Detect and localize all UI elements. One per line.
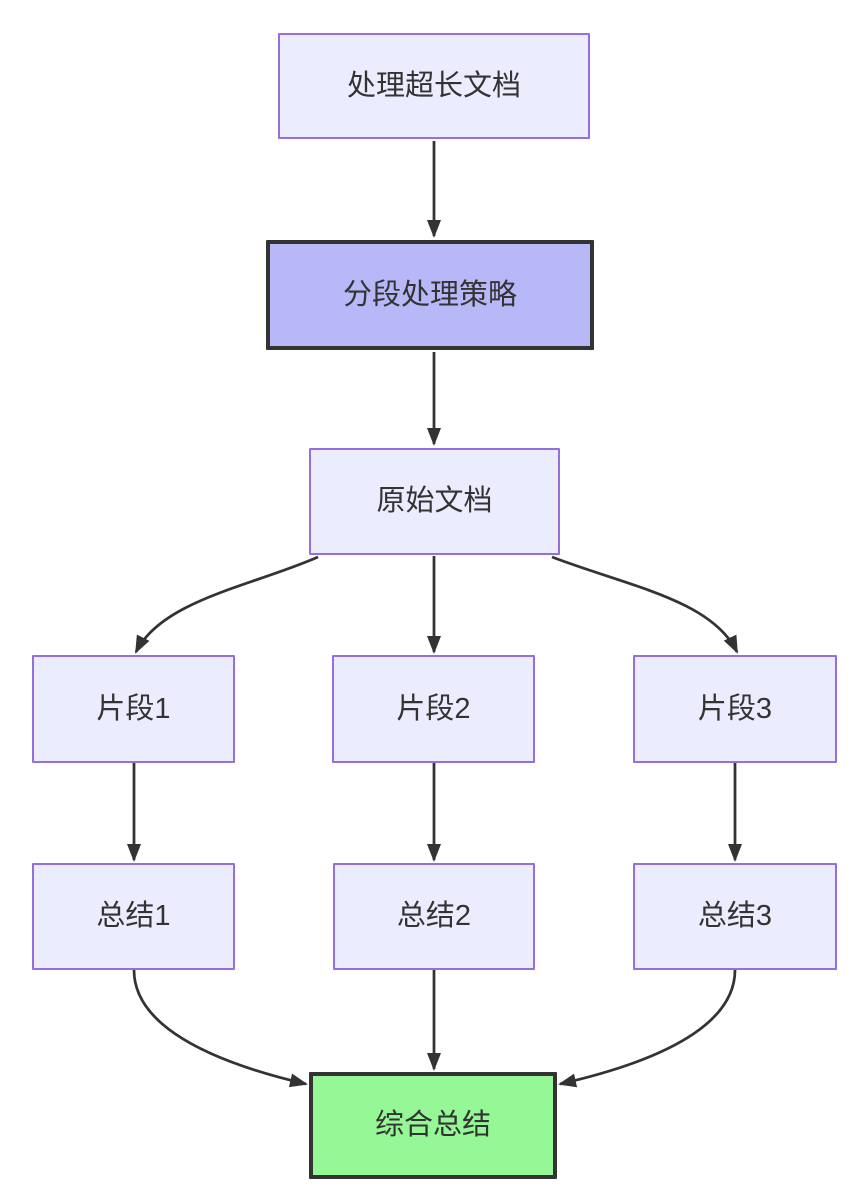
edge-original-to-fragment3: [551, 555, 739, 654]
node-label: 片段2: [396, 692, 471, 725]
node-summary-3: 总结3: [633, 863, 837, 970]
node-label: 总结2: [396, 900, 472, 933]
node-label: 总结1: [96, 900, 171, 933]
edge-original-to-fragment1: [134, 555, 319, 654]
edge-summary3-to-combined: [558, 969, 737, 1088]
node-label: 综合总结: [374, 1109, 491, 1142]
node-segmentation-strategy: 分段处理策略: [266, 240, 594, 350]
edge-summary1-to-combined: [132, 969, 308, 1088]
node-fragment-1: 片段1: [32, 655, 235, 763]
node-process-long-document: 处理超长文档: [278, 33, 590, 139]
node-original-document: 原始文档: [309, 448, 560, 555]
node-combined-summary: 综合总结: [309, 1072, 557, 1179]
node-fragment-3: 片段3: [633, 655, 837, 763]
node-label: 片段3: [697, 692, 773, 725]
node-label: 分段处理策略: [342, 278, 517, 311]
node-summary-2: 总结2: [333, 863, 535, 970]
node-label: 总结3: [697, 900, 773, 933]
node-summary-1: 总结1: [32, 863, 235, 970]
node-label: 处理超长文档: [346, 69, 521, 102]
node-label: 片段1: [96, 692, 171, 725]
node-label: 原始文档: [376, 485, 493, 518]
node-fragment-2: 片段2: [332, 655, 535, 763]
